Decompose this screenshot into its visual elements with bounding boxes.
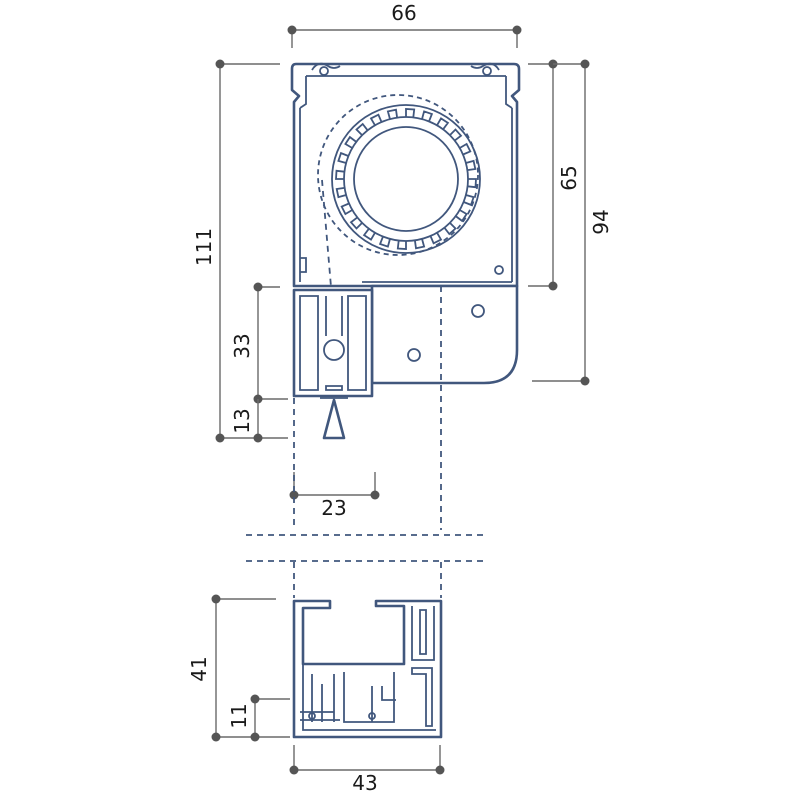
dimension-label-bottom-lip: 11 bbox=[227, 703, 251, 728]
bracket-hole-lower bbox=[407, 348, 421, 362]
roller-box-housing bbox=[290, 62, 521, 288]
roller-tube bbox=[317, 94, 481, 347]
dimension-label-box-height-inner: 65 bbox=[557, 165, 581, 190]
roller-teeth bbox=[335, 108, 477, 250]
dimension-label-guide-lip: 13 bbox=[230, 408, 254, 433]
bottom-profile bbox=[292, 599, 443, 739]
dimension-guide-lip: 13 bbox=[230, 399, 288, 443]
dimension-bottom-width: 43 bbox=[289, 745, 445, 795]
dimension-box-width: 66 bbox=[287, 1, 522, 48]
dimension-guide-width: 23 bbox=[289, 472, 380, 520]
dimension-label-overall-height: 111 bbox=[192, 228, 216, 266]
dimension-bottom-height: 41 bbox=[187, 594, 290, 742]
dimension-box-height-total: 94 bbox=[532, 59, 613, 386]
bracket-hole-upper bbox=[471, 304, 485, 318]
dimension-box-height-inner: 65 bbox=[528, 59, 581, 291]
guide-continuation bbox=[246, 286, 484, 598]
dimension-label-guide-width: 23 bbox=[321, 496, 346, 520]
dimension-overall-height: 111 bbox=[192, 59, 280, 443]
dimension-bottom-lip: 11 bbox=[227, 694, 290, 742]
guide-rail-top bbox=[292, 288, 374, 440]
dimension-label-guide-height: 33 bbox=[230, 333, 254, 358]
dimension-label-box-width: 66 bbox=[391, 1, 416, 25]
dimension-label-box-height-total: 94 bbox=[589, 209, 613, 234]
dimension-guide-height: 33 bbox=[230, 282, 288, 404]
dimension-label-bottom-width: 43 bbox=[352, 771, 377, 795]
dimension-label-bottom-height: 41 bbox=[187, 656, 211, 681]
roller-notch-ring bbox=[335, 108, 477, 250]
side-bracket bbox=[370, 284, 519, 385]
